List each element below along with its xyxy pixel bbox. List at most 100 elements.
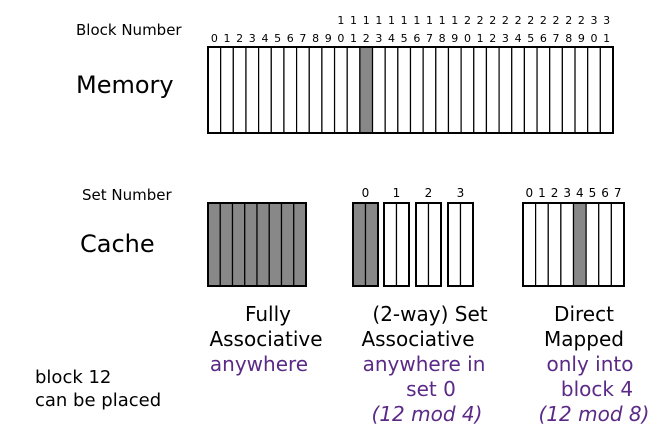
set-0-way-0 bbox=[352, 202, 367, 287]
set-associative-note-line-1: anywhere in bbox=[363, 352, 486, 376]
fully-associative-slot-6 bbox=[280, 202, 295, 287]
set-1-way-outline bbox=[383, 202, 410, 287]
memory-block-20 bbox=[460, 46, 475, 134]
fully-associative-caption-line-2: Associative bbox=[209, 327, 322, 351]
memory-block-number-14-ones: 4 bbox=[388, 32, 395, 45]
memory-block-28 bbox=[561, 46, 576, 134]
memory-block-10 bbox=[333, 46, 348, 134]
memory-block-number-30-ones: 0 bbox=[591, 32, 598, 45]
fully-associative-cache bbox=[207, 202, 307, 287]
memory-block-number-27-tens: 2 bbox=[553, 14, 560, 27]
memory-block-number-15-tens: 1 bbox=[401, 14, 408, 27]
memory-block-26 bbox=[536, 46, 551, 134]
memory-block-number-12-tens: 1 bbox=[363, 14, 370, 27]
memory-title: Memory bbox=[76, 71, 174, 99]
memory-block-30 bbox=[587, 46, 601, 134]
memory-block-27 bbox=[549, 46, 563, 134]
memory-block-number-1: 1 bbox=[223, 32, 230, 45]
set-2-way-1 bbox=[427, 202, 442, 287]
memory-block-8 bbox=[308, 46, 323, 134]
memory-block-number-8: 8 bbox=[312, 32, 319, 45]
memory-blocks bbox=[207, 46, 614, 134]
direct-mapped-block-number-6: 6 bbox=[601, 186, 609, 200]
memory-block-number-28-tens: 2 bbox=[565, 14, 572, 27]
direct-mapped-caption-line-2: Mapped bbox=[544, 327, 624, 351]
memory-block-16 bbox=[409, 46, 424, 134]
memory-block-number-25-ones: 5 bbox=[527, 32, 534, 45]
memory-block-number-26-tens: 2 bbox=[540, 14, 547, 27]
set-2-way-outline bbox=[415, 202, 442, 287]
memory-block-number-24-ones: 4 bbox=[515, 32, 522, 45]
direct-mapped-caption-line-1: Direct bbox=[554, 302, 614, 326]
set-3-way-1 bbox=[459, 202, 474, 287]
direct-mapped-formula: (12 mod 8) bbox=[539, 402, 650, 426]
direct-mapped-block-number-0: 0 bbox=[525, 186, 533, 200]
memory-block-1 bbox=[220, 46, 234, 134]
memory-block-number-18-tens: 1 bbox=[439, 14, 446, 27]
set-label-3: 3 bbox=[457, 186, 465, 200]
set-label-0: 0 bbox=[362, 186, 370, 200]
set-associative-caption-line-1: (2-way) Set bbox=[372, 302, 487, 326]
memory-block-number-2: 2 bbox=[236, 32, 243, 45]
direct-mapped-block-2 bbox=[547, 202, 562, 287]
memory-block-2 bbox=[232, 46, 247, 134]
memory-block-number-26-ones: 6 bbox=[540, 32, 547, 45]
memory-block-number-0: 0 bbox=[211, 32, 218, 45]
set-3-way-outline bbox=[447, 202, 474, 287]
memory-block-number-4: 4 bbox=[261, 32, 268, 45]
memory-block-number-29-ones: 9 bbox=[578, 32, 585, 45]
memory-block-number-11-tens: 1 bbox=[350, 14, 357, 27]
memory-block-number-25-tens: 2 bbox=[527, 14, 534, 27]
footer-line-2: can be placed bbox=[35, 390, 161, 411]
direct-mapped-block-number-5: 5 bbox=[589, 186, 597, 200]
memory-block-22 bbox=[485, 46, 500, 134]
memory-block-11 bbox=[346, 46, 361, 134]
memory-block-number-10-ones: 0 bbox=[337, 32, 344, 45]
memory-block-number-17-tens: 1 bbox=[426, 14, 433, 27]
memory-block-number-12-ones: 2 bbox=[363, 32, 370, 45]
set-associative-formula: (12 mod 4) bbox=[372, 402, 483, 426]
memory-block-24 bbox=[511, 46, 526, 134]
memory-block-number-20-tens: 2 bbox=[464, 14, 471, 27]
direct-mapped-block-number-4: 4 bbox=[576, 186, 584, 200]
memory-block-12 bbox=[359, 46, 374, 134]
memory-block-17 bbox=[422, 46, 437, 134]
fully-associative-slot-0 bbox=[207, 202, 221, 287]
memory-block-number-9: 9 bbox=[325, 32, 332, 45]
direct-mapped-block-7 bbox=[610, 202, 625, 287]
memory-block-number-17-ones: 7 bbox=[426, 32, 433, 45]
direct-mapped-block-number-7: 7 bbox=[614, 186, 622, 200]
memory-block-21 bbox=[473, 46, 488, 134]
memory-block-number-18-ones: 8 bbox=[439, 32, 446, 45]
fully-associative-note: anywhere bbox=[210, 352, 308, 376]
memory-block-number-7: 7 bbox=[299, 32, 306, 45]
fully-associative-slot-outline bbox=[207, 202, 307, 287]
memory-block-number-3: 3 bbox=[249, 32, 256, 45]
set-label-1: 1 bbox=[393, 186, 401, 200]
memory-block-3 bbox=[245, 46, 260, 134]
memory-block-outline bbox=[207, 46, 614, 134]
memory-block-7 bbox=[295, 46, 310, 134]
memory-block-number-10-tens: 1 bbox=[337, 14, 344, 27]
memory-block-number-31-ones: 1 bbox=[603, 32, 610, 45]
memory-block-number-29-tens: 2 bbox=[578, 14, 585, 27]
memory-block-number-27-ones: 7 bbox=[553, 32, 560, 45]
memory-block-number-23-tens: 2 bbox=[502, 14, 509, 27]
fully-associative-slot-4 bbox=[256, 202, 270, 287]
memory-block-4 bbox=[258, 46, 272, 134]
memory-block-number-24-tens: 2 bbox=[515, 14, 522, 27]
set-3-way-0 bbox=[447, 202, 462, 287]
fully-associative-slot-1 bbox=[219, 202, 234, 287]
memory-block-number-15-ones: 5 bbox=[401, 32, 408, 45]
memory-block-number-22-tens: 2 bbox=[489, 14, 496, 27]
set-2-way-0 bbox=[415, 202, 430, 287]
direct-mapped-block-outline bbox=[522, 202, 625, 287]
memory-block-15 bbox=[397, 46, 412, 134]
fully-associative-slot-5 bbox=[268, 202, 283, 287]
memory-block-23 bbox=[498, 46, 513, 134]
memory-block-number-21-tens: 2 bbox=[477, 14, 484, 27]
set-0-way-1 bbox=[364, 202, 379, 287]
direct-mapped-block-4 bbox=[572, 202, 587, 287]
